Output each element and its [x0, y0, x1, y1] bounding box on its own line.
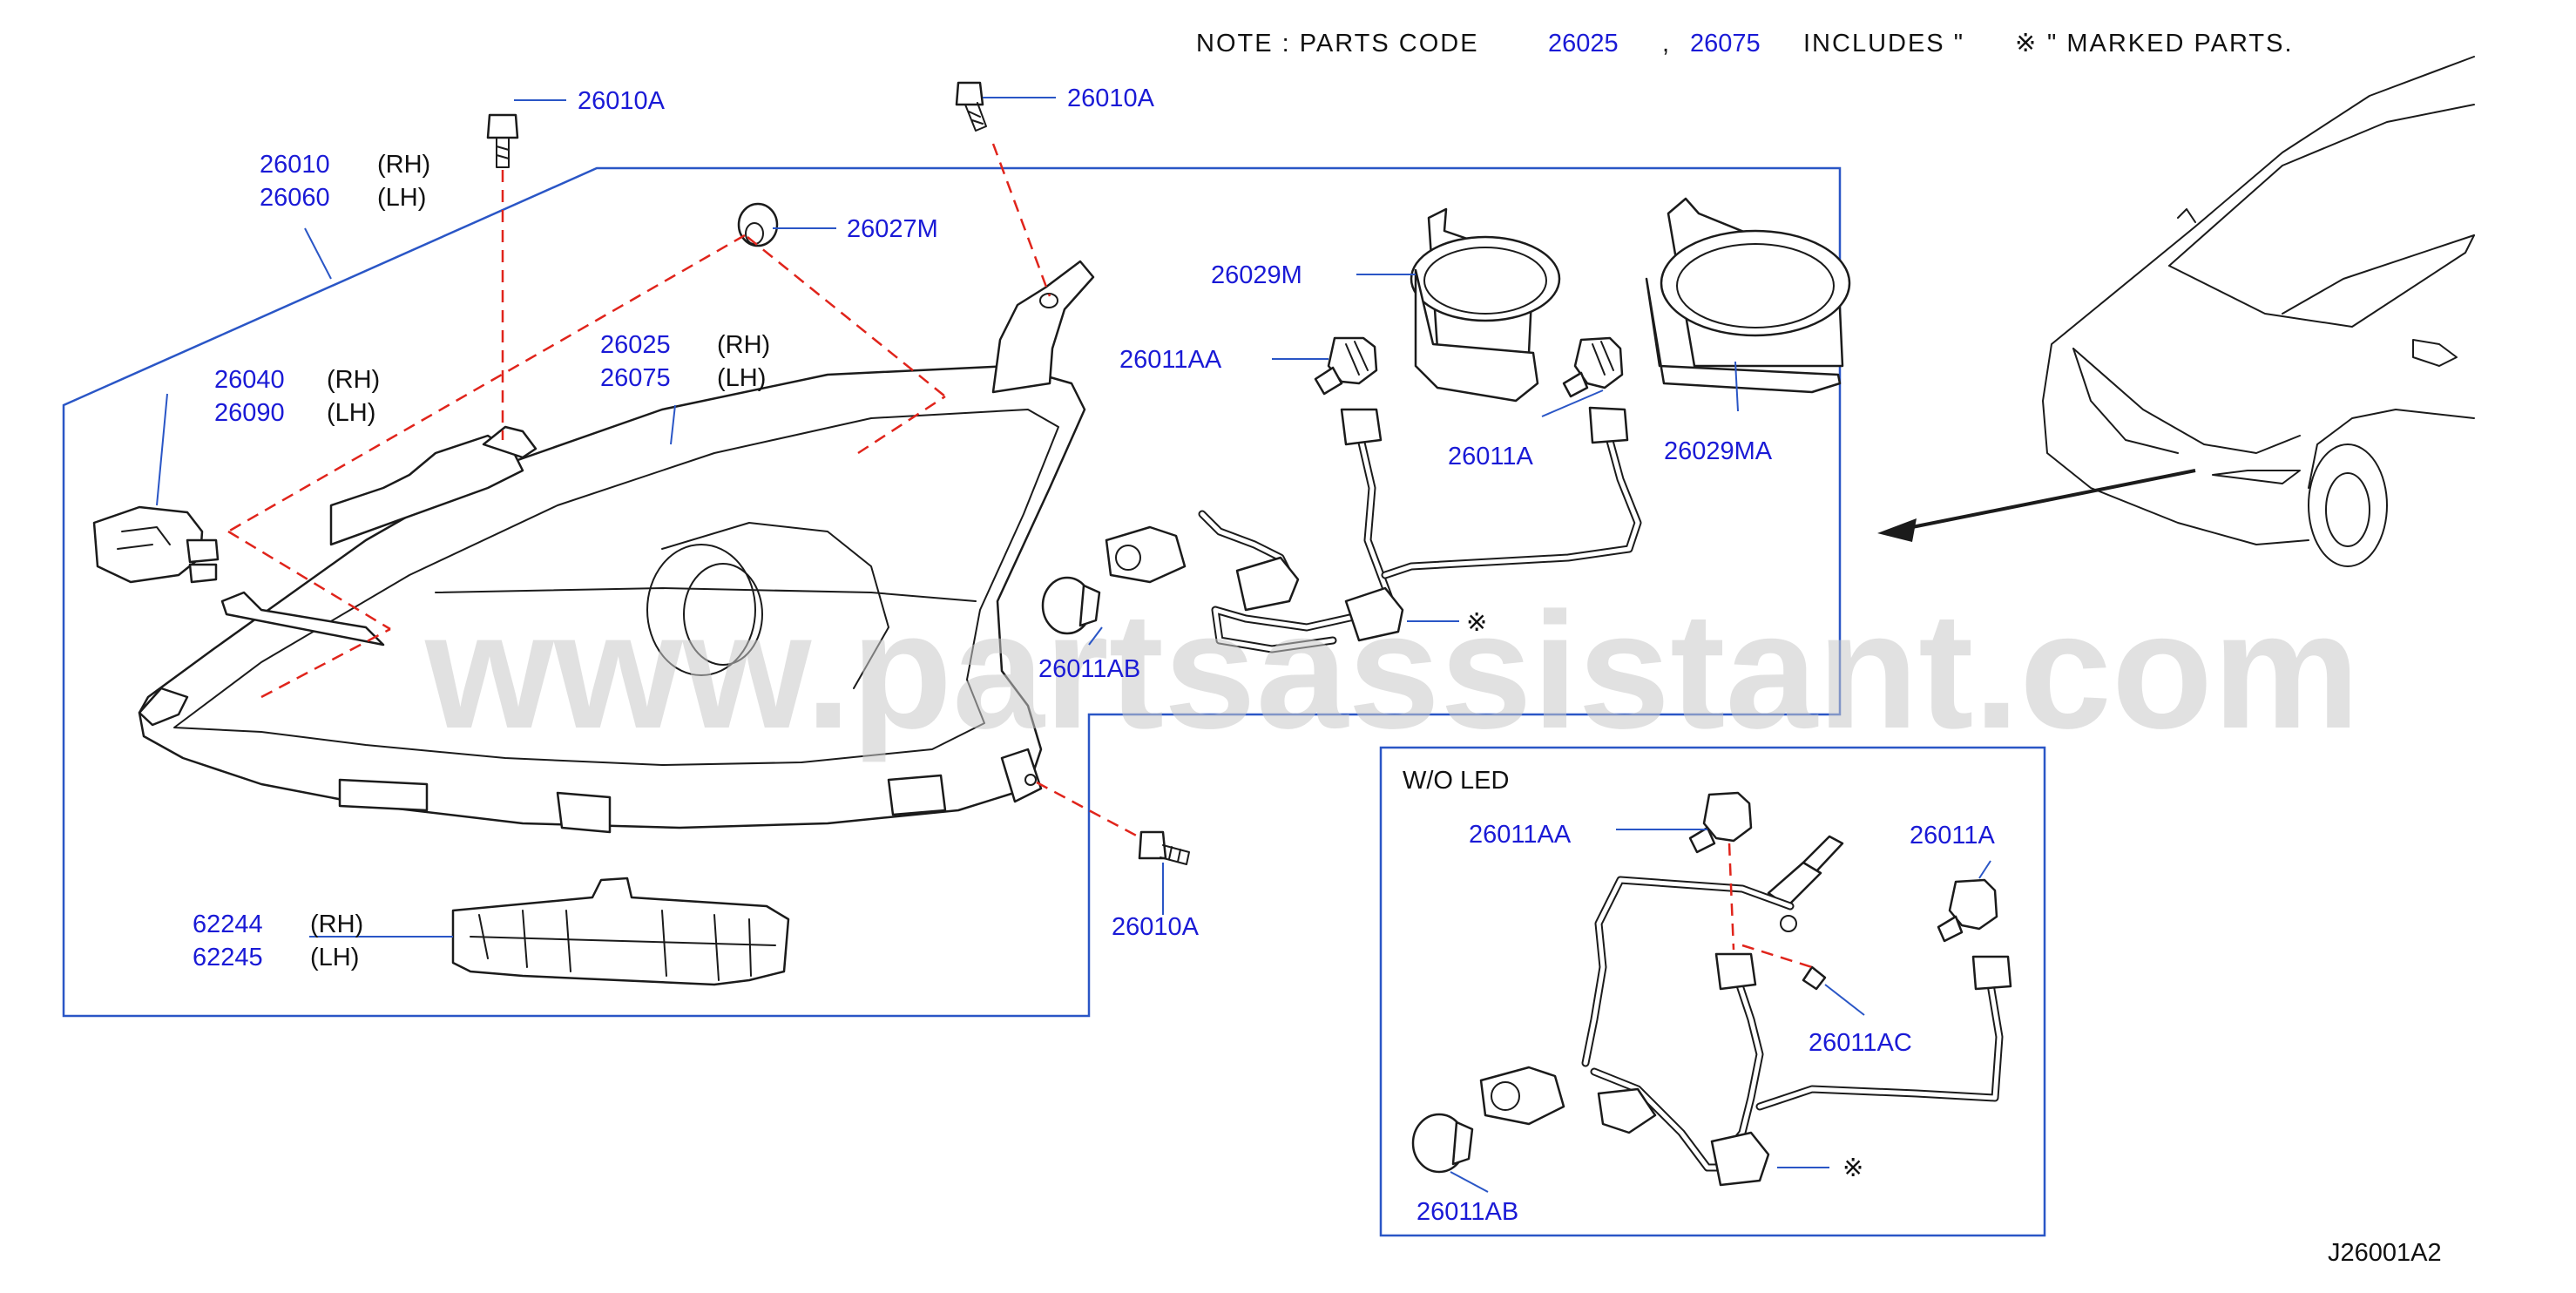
bulb-26011a [1562, 336, 1624, 398]
assembly-frame [62, 166, 1842, 1018]
label-bolt-lower[interactable]: 26010A [1112, 913, 1200, 941]
label-cap-small[interactable]: 26029M [1211, 261, 1302, 289]
label-bracket-lh[interactable]: 62245 [193, 944, 263, 971]
label-bolt-top-mid[interactable]: 26010A [1067, 85, 1155, 112]
label-housing-lh[interactable]: 26075 [600, 364, 671, 392]
cap-small [1410, 207, 1561, 403]
label-bulb-aa[interactable]: 26011AA [1119, 346, 1222, 374]
label-headlamp-rh[interactable]: 26010 [260, 151, 330, 179]
locator-arrow [1877, 469, 2196, 542]
inset-frame [1379, 746, 2046, 1237]
bolt-top-mid [955, 81, 987, 132]
inset-label-bulb-ab[interactable]: 26011AB [1416, 1198, 1518, 1226]
label-bulb-a[interactable]: 26011A [1448, 443, 1533, 470]
inset-labels: W/O LED 26011AA 26011A 26011AC 26011AB ※ [1403, 767, 1995, 1226]
inset-label-bulb-aa[interactable]: 26011AA [1469, 821, 1572, 849]
mounting-bracket [451, 877, 790, 986]
part-labels: 26010A 26010A 26010 (RH) 26060 (LH) 2602… [193, 85, 1773, 971]
label-headlamp-lh[interactable]: 26060 [260, 184, 330, 212]
inset-title: W/O LED [1403, 767, 1509, 795]
label-headlamp-lh-side: (LH) [377, 184, 426, 212]
label-cap-large[interactable]: 26029MA [1664, 437, 1773, 465]
bulb-26011aa [1314, 336, 1378, 396]
label-actuator-rh[interactable]: 26040 [214, 366, 285, 394]
label-headlamp-rh-side: (RH) [377, 151, 430, 179]
note-includes: INCLUDES " [1803, 30, 1964, 58]
label-bracket-lh-side: (LH) [310, 944, 359, 971]
vehicle-silhouette [2042, 56, 2475, 567]
label-actuator-rh-side: (RH) [327, 366, 380, 394]
label-bracket-rh[interactable]: 62244 [193, 911, 263, 938]
harness-upper [1105, 406, 1642, 653]
note-mark-symbol: ※ [2015, 30, 2038, 58]
bolt-lower [1138, 830, 1190, 865]
note-code-a[interactable]: 26025 [1548, 30, 1619, 58]
headlamp-assembly [138, 260, 1095, 834]
label-bolt-top-left[interactable]: 26010A [578, 87, 666, 115]
leveling-actuator [92, 505, 220, 584]
label-housing-lh-side: (LH) [717, 364, 766, 392]
label-bracket-rh-side: (RH) [310, 911, 363, 938]
assembly-lines [227, 143, 1142, 840]
bulb-26011ab [1041, 576, 1101, 635]
label-grommet[interactable]: 26027M [847, 215, 938, 243]
mark-symbol-upper: ※ [1466, 609, 1487, 637]
bolt-top-left [486, 113, 519, 168]
label-housing-rh-side: (RH) [717, 331, 770, 359]
leader-lines [156, 97, 1991, 1193]
watermark: www.partsassistant.com [424, 579, 2360, 763]
inset-label-bulb-ac[interactable]: 26011AC [1809, 1029, 1912, 1057]
grommet [737, 202, 779, 247]
label-actuator-lh-side: (LH) [327, 399, 375, 427]
inset-label-bulb-a[interactable]: 26011A [1910, 822, 1995, 850]
label-bulb-ab[interactable]: 26011AB [1038, 655, 1140, 683]
inset-mark-symbol: ※ [1842, 1154, 1863, 1182]
note-comma: , [1662, 30, 1671, 58]
diagram-code: J26001A2 [2328, 1239, 2442, 1267]
label-housing-rh[interactable]: 26025 [600, 331, 671, 359]
cap-large [1645, 197, 1851, 394]
inset-harness [1411, 791, 2012, 1187]
note-suffix: " MARKED PARTS. [2047, 30, 2294, 58]
header-note: NOTE : PARTS CODE 26025 , 26075 INCLUDES… [1196, 30, 2294, 58]
note-prefix: NOTE : PARTS CODE [1196, 30, 1479, 58]
label-actuator-lh[interactable]: 26090 [214, 399, 285, 427]
note-code-b[interactable]: 26075 [1690, 30, 1761, 58]
